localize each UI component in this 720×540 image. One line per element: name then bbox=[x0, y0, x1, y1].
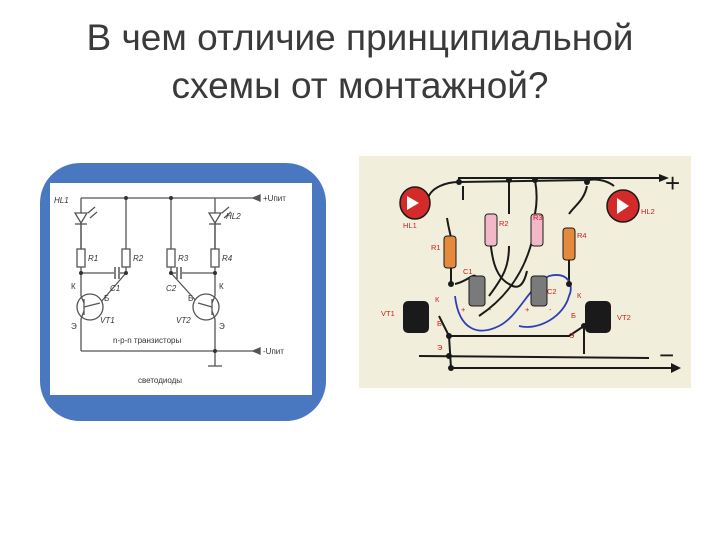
label-k-left: К bbox=[71, 282, 76, 291]
wiring-label-b-left: Б bbox=[437, 319, 442, 328]
title-line-1: В чем отличие принципиальной bbox=[86, 17, 634, 58]
wiring-arrows bbox=[659, 174, 681, 373]
label-k-right: К bbox=[219, 282, 224, 291]
wiring-label-k-right: К bbox=[577, 291, 582, 300]
resistor-r1 bbox=[443, 235, 457, 269]
label-hl2: HL2 bbox=[226, 212, 241, 221]
wiring-label-r4: R4 bbox=[577, 231, 587, 240]
capacitor-c1 bbox=[468, 275, 486, 307]
label-vminus: -Uпит bbox=[263, 347, 284, 356]
resistor-r2 bbox=[484, 213, 498, 247]
transistor-vt2-symbol bbox=[192, 293, 220, 321]
label-r2: R2 bbox=[133, 254, 144, 263]
wiring-label-hl2: HL2 bbox=[641, 207, 655, 216]
label-c2: C2 bbox=[166, 284, 177, 293]
wiring-label-cap-plus-2: + bbox=[525, 305, 530, 314]
schematic-dots bbox=[79, 196, 217, 353]
wiring-label-r1: R1 bbox=[431, 243, 441, 252]
wiring-label-hl1: HL1 bbox=[403, 221, 417, 230]
wiring-label-c1: C1 bbox=[463, 267, 473, 276]
label-r4: R4 bbox=[222, 254, 233, 263]
schematic-resistors bbox=[76, 248, 220, 268]
wiring-capacitors bbox=[468, 275, 548, 307]
wiring-label-vt2: VT2 bbox=[617, 313, 631, 322]
led-hl2 bbox=[606, 189, 640, 223]
wiring-label-cap-minus-1: - bbox=[489, 305, 492, 314]
schematic-capacitors bbox=[114, 267, 182, 279]
led-hl1 bbox=[399, 186, 431, 220]
label-c1: C1 bbox=[110, 284, 120, 293]
wiring-label-cap-minus-2: - bbox=[549, 305, 552, 314]
schematic-diagram: HL1 HL2 R1 R2 R3 R4 C1 C2 VT1 VT2 +Uпит … bbox=[40, 163, 326, 421]
title-line-2: схемы от монтажной? bbox=[171, 65, 549, 106]
wiring-label-b-right: Б bbox=[571, 311, 576, 320]
label-b-left: Б bbox=[104, 294, 109, 303]
label-hl1: HL1 bbox=[54, 196, 69, 205]
wiring-label-e-left: Э bbox=[437, 343, 443, 352]
led-hl1-symbol bbox=[73, 206, 98, 249]
label-e-left: Э bbox=[71, 322, 77, 331]
schematic-panel: HL1 HL2 R1 R2 R3 R4 C1 C2 VT1 VT2 +Uпит … bbox=[38, 161, 328, 423]
wiring-joints bbox=[446, 177, 590, 371]
wiring-minus-sign: − bbox=[659, 340, 674, 370]
label-vt2: VT2 bbox=[176, 316, 191, 325]
wiring-resistors bbox=[443, 213, 576, 269]
transistor-vt2 bbox=[585, 301, 611, 333]
wiring-panel: HL1 HL2 R1 R2 R3 R4 C1 C2 VT1 VT2 К К Б … bbox=[359, 156, 691, 388]
capacitor-c2 bbox=[530, 275, 548, 307]
label-r3: R3 bbox=[178, 254, 189, 263]
wiring-label-cap-plus-1: + bbox=[461, 305, 466, 314]
label-e-right: Э bbox=[219, 322, 225, 331]
wiring-label-c2: C2 bbox=[547, 287, 557, 296]
label-vt1: VT1 bbox=[100, 316, 115, 325]
resistor-r3 bbox=[530, 213, 544, 247]
led-note: светодиоды bbox=[138, 376, 182, 385]
wiring-blue-wire bbox=[454, 274, 572, 332]
wiring-label-r3: R3 bbox=[533, 213, 543, 222]
wiring-transistors bbox=[403, 301, 611, 333]
wiring-plus-sign: + bbox=[665, 168, 680, 198]
schematic-canvas bbox=[50, 183, 312, 395]
slide-title: В чем отличие принципиальной схемы от мо… bbox=[0, 14, 720, 110]
resistor-r4 bbox=[562, 227, 576, 261]
wiring-label-r2: R2 bbox=[499, 219, 509, 228]
label-r1: R1 bbox=[88, 254, 98, 263]
wiring-label-e-right: Э bbox=[569, 331, 575, 340]
wiring-label-vt1: VT1 bbox=[381, 309, 395, 318]
transistor-note: n-p-n транзисторы bbox=[113, 336, 181, 345]
transistor-vt1-symbol bbox=[76, 293, 104, 321]
transistor-vt1 bbox=[403, 301, 429, 333]
label-b-right: Б bbox=[188, 294, 193, 303]
wiring-diagram: HL1 HL2 R1 R2 R3 R4 C1 C2 VT1 VT2 К К Б … bbox=[359, 156, 691, 388]
label-vplus: +Uпит bbox=[263, 194, 286, 203]
led-hl2-symbol bbox=[207, 206, 232, 249]
wiring-label-k-left: К bbox=[435, 295, 440, 304]
